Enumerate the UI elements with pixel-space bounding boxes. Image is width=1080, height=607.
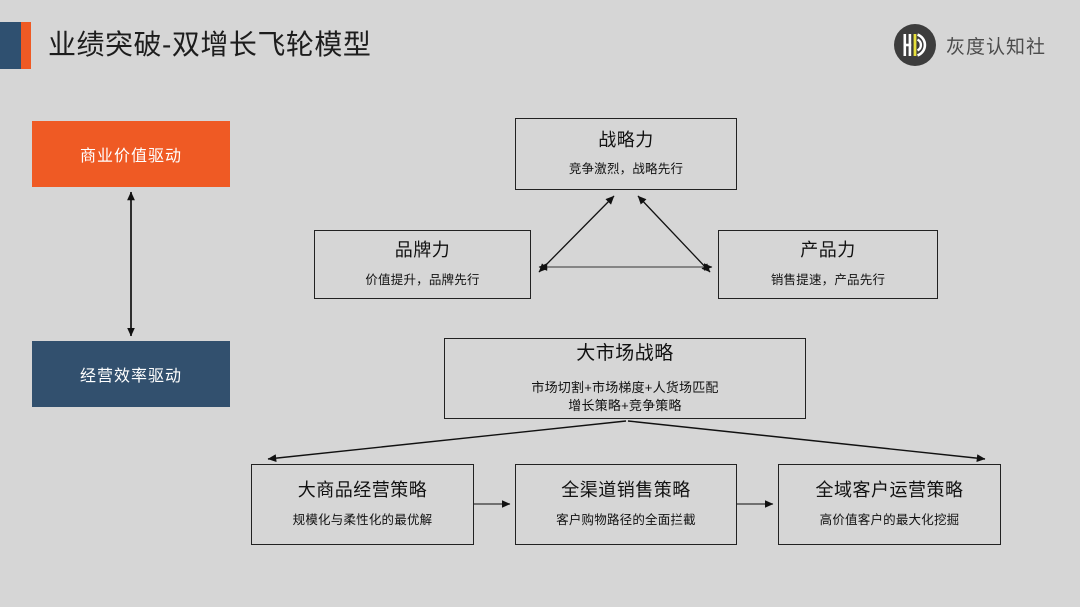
- driver-box-operating-efficiency[interactable]: 经营效率驱动: [32, 341, 230, 407]
- edge-strategy-to-goods: [267, 420, 627, 463]
- node-customer-strategy-title: 全域客户运营策略: [815, 480, 964, 501]
- hd-monogram-circle-logo: [894, 24, 936, 66]
- node-channel-strategy[interactable]: 全渠道销售策略 客户购物路径的全面拦截: [515, 464, 737, 545]
- node-channel-strategy-subtitle: 客户购物路径的全面拦截: [556, 512, 696, 527]
- brand-logo: 灰度认知社: [893, 22, 1046, 68]
- node-product-power[interactable]: 产品力 销售提速，产品先行: [718, 230, 938, 299]
- node-customer-strategy-subtitle: 高价值客户的最大化挖掘: [819, 512, 960, 527]
- edge-strategy-to-customer: [627, 420, 986, 463]
- node-market-strategy-subtitle: 市场切割+市场梯度+人货场匹配 增长策略+竞争策略: [531, 380, 719, 413]
- header-accent-bar-orange: [21, 22, 31, 69]
- node-goods-strategy-title: 大商品经营策略: [297, 480, 428, 501]
- node-goods-strategy[interactable]: 大商品经营策略 规模化与柔性化的最优解: [251, 464, 474, 545]
- node-brand-power-subtitle: 价值提升，品牌先行: [365, 272, 480, 287]
- edge-brand-to-strategy: [538, 195, 615, 273]
- edge-product-to-strategy: [637, 195, 711, 273]
- driver-box-business-value-label: 商业价值驱动: [79, 148, 182, 165]
- node-product-power-subtitle: 销售提速，产品先行: [770, 272, 886, 287]
- header-accent-bar-blue: [0, 22, 21, 69]
- node-market-strategy[interactable]: 大市场战略 市场切割+市场梯度+人货场匹配 增长策略+竞争策略: [444, 338, 806, 419]
- driver-box-business-value[interactable]: 商业价值驱动: [32, 121, 230, 187]
- node-customer-strategy[interactable]: 全域客户运营策略 高价值客户的最大化挖掘: [778, 464, 1001, 545]
- brand-logo-text: 灰度认知社: [946, 36, 1047, 58]
- node-brand-power[interactable]: 品牌力 价值提升，品牌先行: [314, 230, 531, 299]
- node-goods-strategy-subtitle: 规模化与柔性化的最优解: [292, 512, 433, 527]
- node-channel-strategy-title: 全渠道销售策略: [561, 480, 691, 501]
- node-strategy-power-subtitle: 竞争激烈，战略先行: [568, 162, 684, 177]
- node-brand-power-title: 品牌力: [394, 240, 451, 261]
- node-strategy-power[interactable]: 战略力 竞争激烈，战略先行: [515, 118, 737, 190]
- node-market-strategy-title: 大市场战略: [576, 342, 674, 364]
- page-title: 业绩突破-双增长飞轮模型: [48, 29, 372, 60]
- node-product-power-title: 产品力: [800, 240, 856, 261]
- driver-box-operating-efficiency-label: 经营效率驱动: [79, 368, 182, 385]
- node-strategy-power-title: 战略力: [598, 129, 654, 150]
